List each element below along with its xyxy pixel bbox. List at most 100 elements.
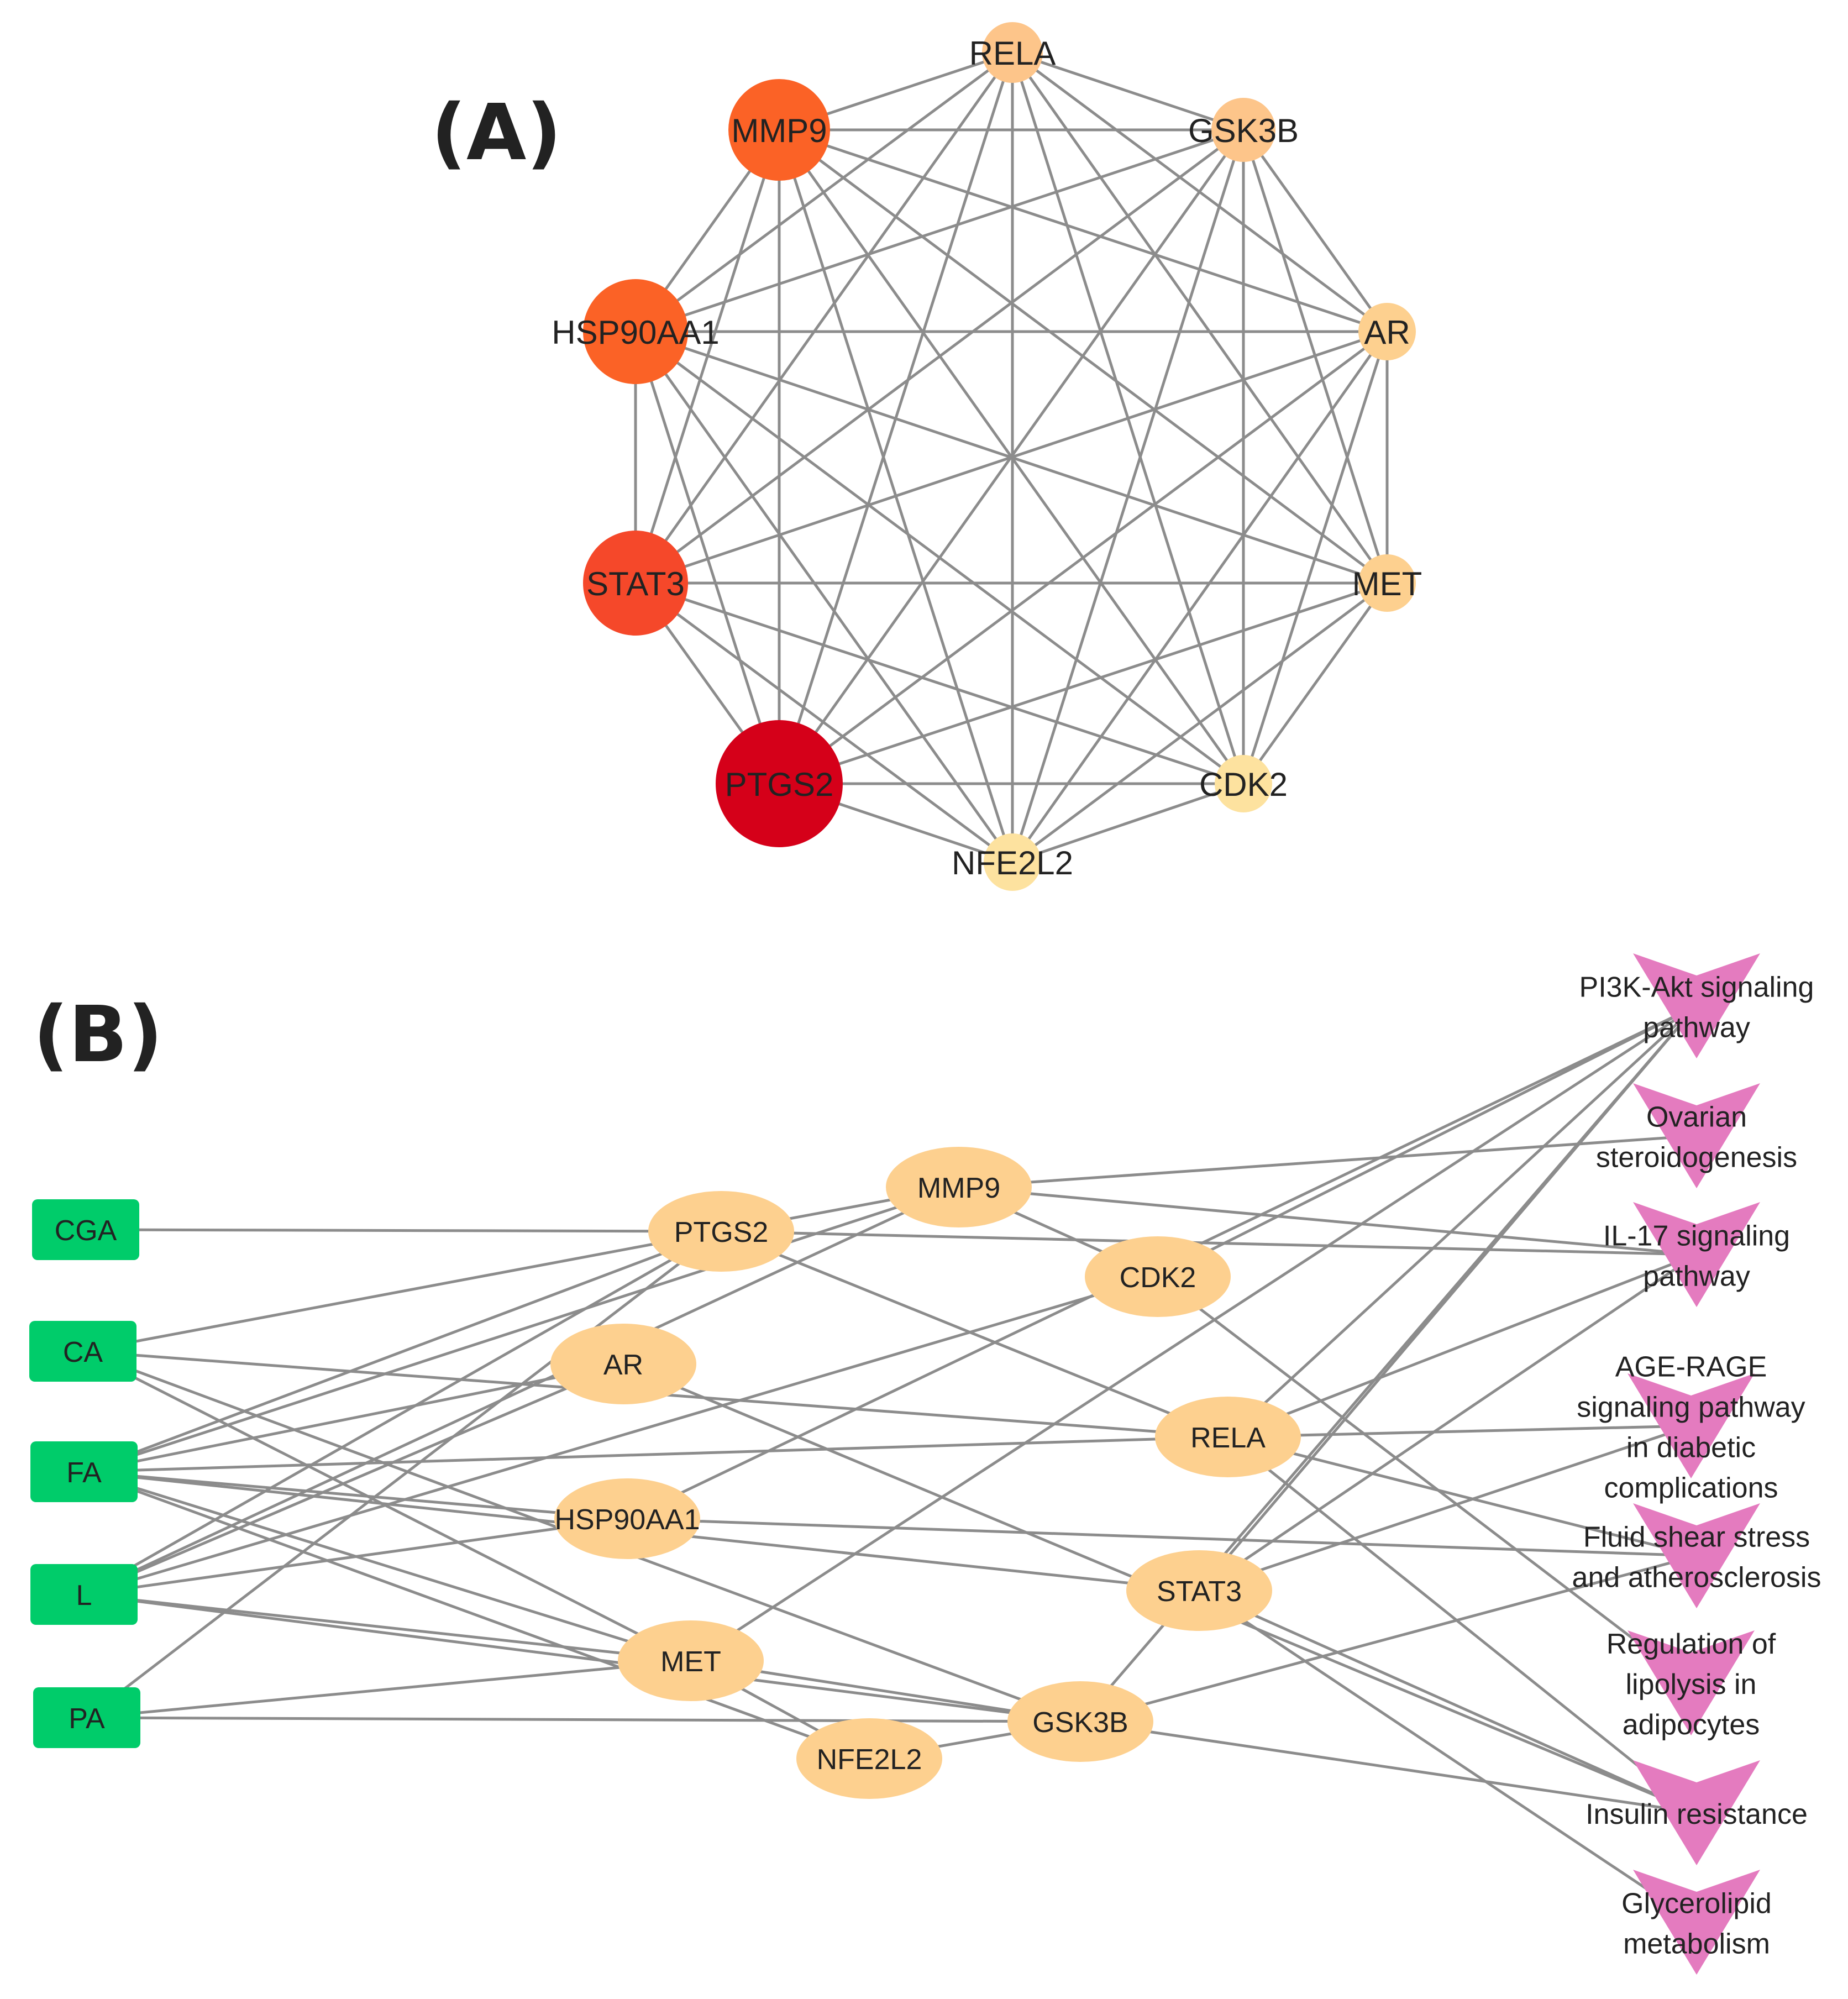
pathway-arrow-shape <box>1633 1202 1760 1307</box>
edge-ar-nfe2l2 <box>1011 330 1389 863</box>
target-node-gsk3b: GSK3B <box>1007 1681 1153 1762</box>
edge-fa-ptgs2 <box>83 1230 722 1473</box>
target-label: NFE2L2 <box>817 1744 922 1776</box>
compound-box <box>30 1564 138 1625</box>
ppi-node-circle <box>583 279 688 384</box>
pathway-label-line: in diabetic <box>1626 1432 1756 1464</box>
compound-box <box>32 1199 139 1260</box>
ppi-node-label: GSK3B <box>1188 112 1299 149</box>
ppi-node-nfe2l2: NFE2L2 <box>952 833 1073 891</box>
edge-cdk2-hsp90aa1 <box>634 330 1245 785</box>
target-node-mmp9: MMP9 <box>886 1147 1032 1227</box>
ppi-node-label: STAT3 <box>586 565 685 602</box>
edge-l-met <box>83 1593 691 1662</box>
ppi-node-circle <box>728 79 830 181</box>
edge-gsk3b-hsp90aa1 <box>635 128 1244 333</box>
panel-a-label: (A) <box>431 88 561 178</box>
target-label: MMP9 <box>917 1172 1000 1204</box>
pathway-label-line: and atherosclerosis <box>1572 1562 1821 1594</box>
target-ellipse <box>1007 1681 1153 1762</box>
ppi-node-ar: AR <box>1358 303 1416 360</box>
ppi-node-circle <box>583 531 688 636</box>
edge-gsk3b-ar <box>1242 129 1389 333</box>
edge-l-gsk3b <box>83 1593 1081 1723</box>
compound-label: FA <box>66 1457 102 1489</box>
target-ellipse <box>550 1324 696 1404</box>
edge-rela-met <box>1011 51 1389 584</box>
pathway-arrow-shape <box>1628 1373 1755 1478</box>
pathway-label-line: lipolysis in <box>1626 1669 1757 1701</box>
pathway-arrow-shape <box>1633 1870 1760 1975</box>
compound-node-fa: FA <box>30 1441 138 1502</box>
edge-l-mmp9 <box>83 1185 960 1596</box>
panel-b-label: (B) <box>33 990 163 1080</box>
compound-node-l: L <box>30 1564 138 1625</box>
target-ellipse <box>1155 1397 1301 1477</box>
edge-met-ptgs2 <box>779 581 1388 785</box>
edge-nfe2l2-stat3 <box>634 581 1014 864</box>
edge-l-ptgs2 <box>83 1230 722 1596</box>
edge-ptgs2-p3 <box>721 1230 1697 1256</box>
ppi-node-circle <box>982 22 1043 83</box>
edge-cdk2-p6 <box>1157 1276 1692 1684</box>
edge-l-ar <box>83 1362 624 1596</box>
pathway-arrow-shape <box>1633 1760 1760 1865</box>
pathway-node-fluid-shear-stress-and-atherosclerosis: Fluid shear stress and atherosclerosis <box>1572 1503 1821 1608</box>
ppi-node-stat3: STAT3 <box>583 531 688 636</box>
pathway-label-line: Insulin resistance <box>1586 1798 1808 1830</box>
edge-pa-gsk3b <box>86 1716 1081 1723</box>
target-ellipse <box>554 1478 700 1559</box>
compound-box <box>33 1687 140 1748</box>
target-ellipse <box>1126 1550 1272 1631</box>
edge-nfe2l2-hsp90aa1 <box>634 330 1014 863</box>
ppi-node-mmp9: MMP9 <box>728 79 830 181</box>
target-node-ar: AR <box>550 1324 696 1404</box>
compound-label: CA <box>63 1336 103 1368</box>
target-label: AR <box>603 1349 643 1381</box>
edge-fa-ar <box>83 1362 624 1473</box>
edge-fa-met <box>83 1470 691 1662</box>
target-label: HSP90AA1 <box>554 1504 700 1536</box>
pathway-label-line: signaling pathway <box>1577 1392 1805 1424</box>
edge-ca-ptgs2 <box>82 1230 722 1353</box>
target-node-cdk2: CDK2 <box>1085 1236 1231 1317</box>
edge-stat3-p4 <box>1199 1424 1692 1592</box>
ppi-node-met: MET <box>1352 554 1422 612</box>
target-node-stat3: STAT3 <box>1126 1550 1272 1631</box>
compound-box <box>29 1321 136 1382</box>
pathway-label-line: steroidogenesis <box>1596 1142 1797 1174</box>
edge-cdk2-mmp9 <box>778 129 1245 785</box>
pathway-arrow-shape <box>1633 1083 1760 1188</box>
compound-node-cga: CGA <box>32 1199 139 1260</box>
edge-met-p1 <box>690 1004 1698 1662</box>
edge-cdk2-p1 <box>1157 1004 1698 1278</box>
edge-cdk2-stat3 <box>635 581 1244 785</box>
panel-a-edges <box>634 51 1389 864</box>
pathway-arrow-shape <box>1633 1503 1760 1608</box>
ppi-node-ptgs2: PTGS2 <box>716 720 843 847</box>
ppi-node-label: CDK2 <box>1199 766 1288 803</box>
edge-cdk2-nfe2l2 <box>1012 782 1244 864</box>
pathway-label-line: Fluid shear stress <box>1583 1521 1810 1554</box>
edge-mmp9-p3 <box>958 1185 1697 1256</box>
ppi-node-circle <box>1358 303 1416 360</box>
edge-l-cdk2 <box>83 1275 1158 1596</box>
ppi-node-label: MET <box>1352 565 1422 602</box>
target-label: PTGS2 <box>674 1216 769 1248</box>
edge-hsp90aa1-p5 <box>627 1517 1697 1557</box>
edge-stat3-p7 <box>1198 1589 1698 1814</box>
pathway-arrow-shape <box>1633 953 1760 1058</box>
target-ellipse <box>618 1620 764 1701</box>
ppi-node-gsk3b: GSK3B <box>1188 98 1299 162</box>
ppi-node-cdk2: CDK2 <box>1199 755 1288 812</box>
ppi-node-label: HSP90AA1 <box>552 314 720 351</box>
target-node-hsp90aa1: HSP90AA1 <box>554 1478 700 1559</box>
target-ellipse <box>1085 1236 1231 1317</box>
